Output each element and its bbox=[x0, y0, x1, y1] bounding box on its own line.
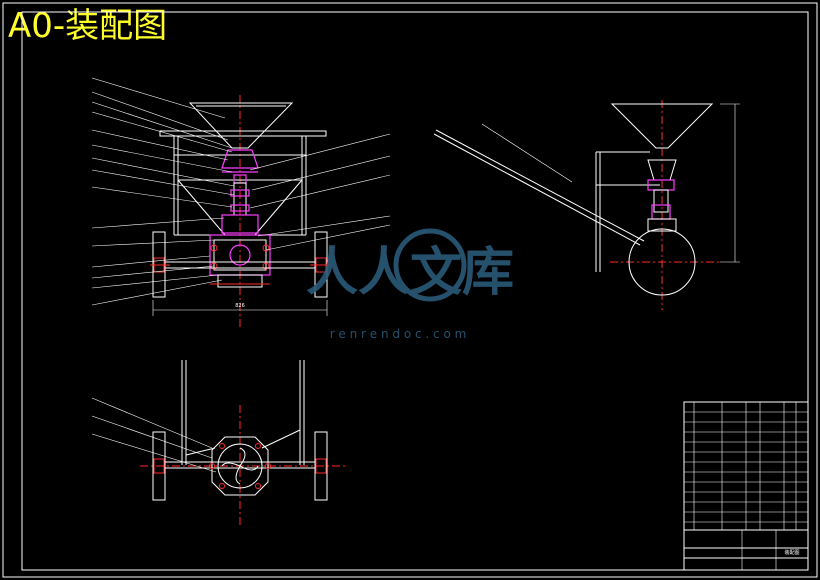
title-block: 装配图 bbox=[683, 401, 809, 571]
top-view bbox=[91, 360, 345, 528]
watermark-brand: 人人文库 bbox=[306, 243, 514, 303]
title-block-drawing-name: 装配图 bbox=[784, 549, 799, 556]
inner-frame bbox=[21, 11, 809, 571]
watermark: 人人文库 r e n r e n d o c . c o m bbox=[306, 228, 514, 341]
front-view: 826 bbox=[91, 77, 391, 330]
drawing-title: A0-装配图 bbox=[8, 6, 168, 46]
watermark-logo-ring bbox=[393, 228, 467, 302]
side-view bbox=[433, 100, 740, 310]
watermark-url: r e n r e n d o c . c o m bbox=[330, 327, 467, 341]
front-width-dimension: 826 bbox=[235, 303, 245, 309]
